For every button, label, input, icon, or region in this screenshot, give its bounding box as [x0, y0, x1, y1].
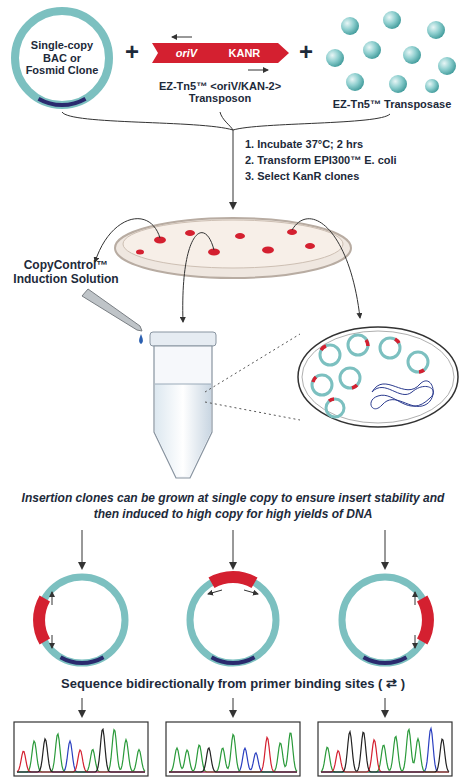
plus-sign: + — [292, 38, 320, 66]
trace-line — [321, 740, 449, 772]
trace-line — [321, 730, 449, 773]
pipette — [82, 289, 143, 344]
trace-line — [169, 733, 297, 772]
cell — [298, 327, 458, 427]
trace-line — [17, 730, 145, 772]
description-text: Insertion clones can be grown at single … — [8, 490, 458, 522]
reagent-label: CopyControl™ Induction Solution — [4, 258, 128, 286]
trace-line — [17, 729, 145, 772]
transposon-shape — [150, 42, 290, 64]
trace-line — [17, 741, 145, 772]
petri-dish — [95, 218, 360, 322]
step-text: 2. Transform EPI300™ E. coli — [245, 154, 460, 166]
chromatogram-traces — [17, 728, 449, 772]
zoom-lines — [205, 334, 300, 420]
trace-line — [169, 748, 297, 772]
transposon-label: EZ-Tn5™ <oriV/KAN-2> Transposon — [148, 80, 292, 104]
transposase-spheres — [326, 11, 456, 93]
marker-label: KANR — [229, 47, 261, 59]
chromatogram-frames — [14, 722, 452, 776]
plasmids — [39, 577, 428, 663]
trace-line — [321, 732, 449, 772]
trace-line — [169, 737, 297, 772]
transposon-bar: oriV KANR — [150, 42, 290, 64]
tube — [150, 332, 216, 478]
clone-name: Single-copy BAC or Fosmid Clone — [24, 39, 100, 77]
step-text: 1. Incubate 37°C; 2 hrs — [245, 138, 460, 150]
sequencing-text: Sequence bidirectionally from primer bin… — [8, 676, 458, 691]
plus-sign: + — [118, 38, 146, 66]
bac-clone: Single-copy BAC or Fosmid Clone — [10, 6, 114, 110]
trace-line — [17, 750, 145, 772]
transposase-label: EZ-Tn5™ Transposase — [322, 98, 462, 110]
step-text: 3. Select KanR clones — [245, 170, 460, 182]
origin-label: oriV — [176, 47, 197, 59]
trace-line — [321, 728, 449, 772]
